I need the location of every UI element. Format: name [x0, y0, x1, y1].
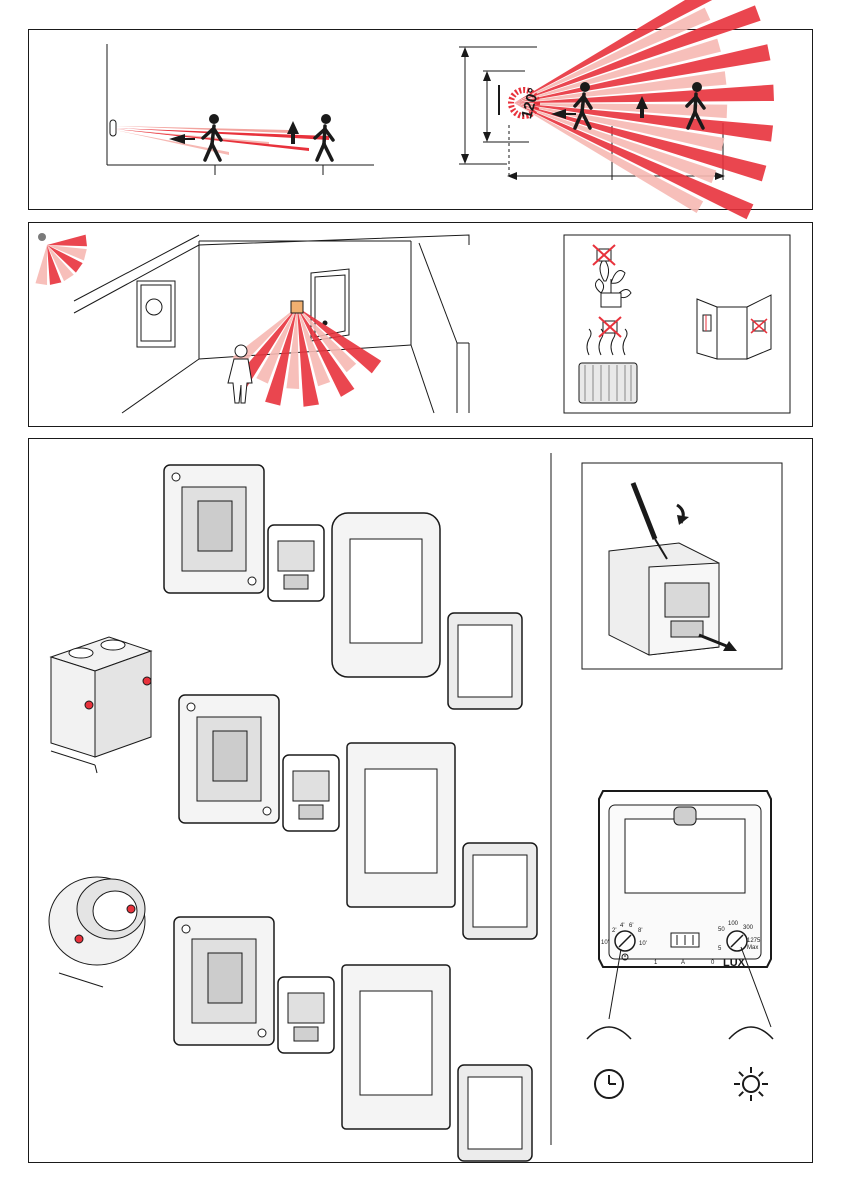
lux-tick: 50 [718, 927, 725, 933]
sun-core [743, 1076, 759, 1092]
timer-dial[interactable] [615, 931, 635, 951]
clock-icon [595, 1070, 623, 1098]
beam-fan [231, 307, 381, 407]
frame-icon [448, 613, 522, 709]
sensor-icon [291, 301, 303, 313]
cover-plate-icon [332, 513, 440, 677]
settings-module: 2' 4' 6' 8' 10" 10' 1 A 0 50 100 300 5 1… [587, 791, 773, 1101]
mechanism-icon [174, 917, 274, 1045]
detection-range-panel: 120° [28, 29, 813, 210]
mechanism-icon [179, 695, 279, 823]
beam-ray [35, 245, 47, 285]
timer-tick: 10" [601, 940, 610, 946]
frame-icon [463, 843, 537, 939]
sensor-icon [110, 120, 116, 136]
timer-tick: 8' [638, 928, 642, 934]
switch-center-label: A [681, 960, 685, 966]
timer-tick: 10' [639, 941, 647, 947]
window-icon [137, 281, 175, 347]
sensor-module-icon [278, 977, 334, 1053]
rotate-arrow-icon [587, 1027, 631, 1039]
sun-ray [759, 1092, 763, 1096]
walking-person-icon [315, 114, 333, 160]
frame-icon [458, 1065, 532, 1161]
cover-plate-icon [342, 965, 450, 1129]
sun-icon [734, 1067, 768, 1101]
timer-tick: 6' [629, 923, 633, 929]
rotate-arrow-icon [729, 1027, 773, 1039]
walking-person-icon [203, 114, 221, 160]
removal-illustration [582, 463, 782, 669]
timer-tick: 2' [612, 928, 616, 934]
room-installation-diagram [29, 223, 814, 428]
lux-label: LUX [723, 957, 746, 969]
mechanism-icon [164, 465, 264, 593]
timer-tick: 4' [620, 923, 624, 929]
square-wall-box-icon [51, 637, 151, 773]
top-view-diagram: 120° [459, 0, 774, 219]
lux-tick: 300 [743, 925, 754, 931]
room-installation-panel [28, 222, 813, 427]
sun-ray [759, 1072, 763, 1076]
beam-ray [47, 235, 87, 247]
placement-warning-box [564, 235, 790, 413]
lux-dial[interactable] [727, 931, 747, 951]
assembly-row [179, 695, 537, 939]
sensor-module-icon [283, 755, 339, 831]
lux-tick: 100 [728, 921, 739, 927]
lux-tick: 1275 [747, 938, 761, 944]
round-wall-box-icon [49, 877, 145, 987]
cover-plate-icon [347, 743, 455, 907]
indicator-icon [35, 233, 87, 285]
assembly-panel: 2' 4' 6' 8' 10" 10' 1 A 0 50 100 300 5 1… [28, 438, 813, 1163]
sensor-module-icon [268, 525, 324, 601]
lux-tick: Max [747, 945, 758, 951]
side-view-diagram [107, 44, 374, 175]
detection-range-diagram: 120° [29, 30, 814, 211]
assembly-row [174, 917, 532, 1161]
arrow-up-icon [287, 121, 299, 144]
assembly-row [164, 465, 522, 709]
assembly-diagram: 2' 4' 6' 8' 10" 10' 1 A 0 50 100 300 5 1… [29, 439, 814, 1164]
sun-ray [739, 1092, 743, 1096]
sun-ray [739, 1072, 743, 1076]
